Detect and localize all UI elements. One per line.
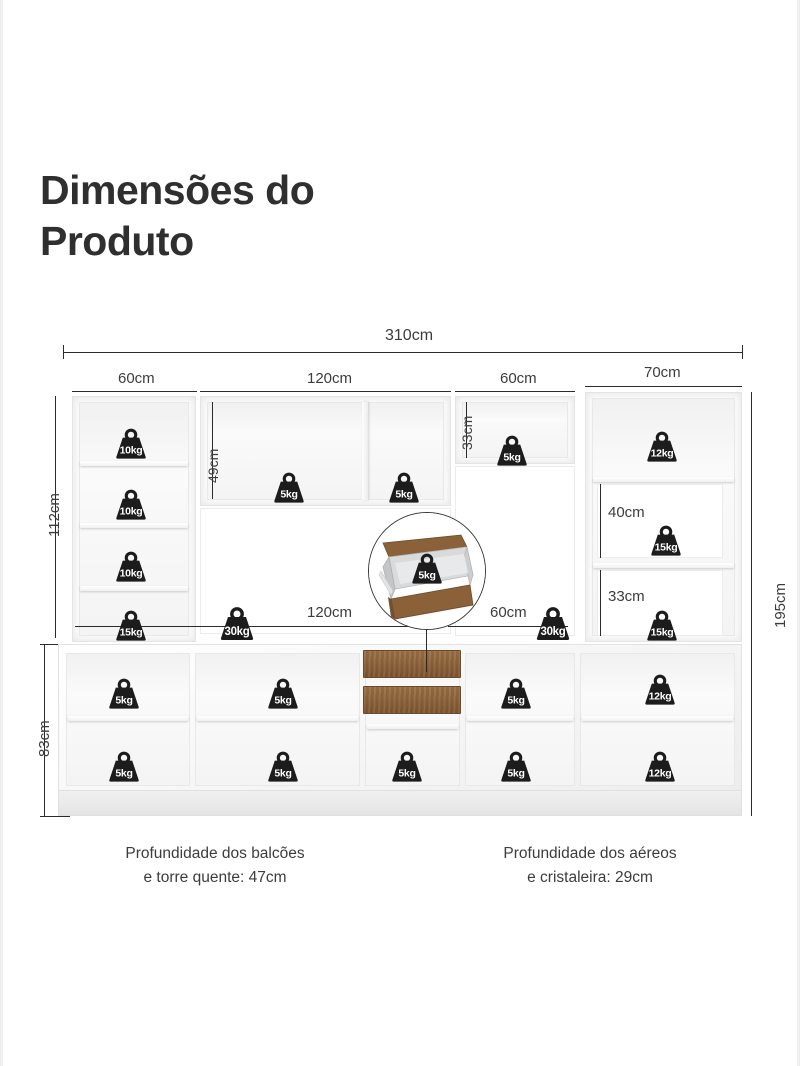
shelf-left-2 — [80, 523, 188, 528]
rule-total-height — [751, 392, 752, 816]
base-shelf-4 — [467, 716, 573, 721]
tick-total-right — [742, 345, 743, 359]
drawer-front-bottom — [363, 686, 461, 714]
drawer-detail-callout: 5kg — [368, 512, 486, 630]
rule-mid-120 — [75, 626, 443, 627]
shelf-right-1 — [593, 477, 734, 482]
weight-icon-left-3: 10kg — [110, 551, 152, 583]
weight-icon-base-7: 5kg — [386, 751, 428, 783]
weight-icon-left-1: 10kg — [110, 428, 152, 460]
weight-icon-counter-right: 30kg — [530, 607, 576, 641]
weight-icon-base-1: 5kg — [103, 678, 145, 710]
dimension-inner-49: 49cm — [205, 448, 221, 483]
page-title: Dimensões do Produto — [40, 165, 460, 268]
weight-icon-base-2: 5kg — [262, 678, 304, 710]
dimension-inner-33-right: 33cm — [608, 588, 645, 605]
rule-segment-left — [72, 391, 197, 392]
plinth-base — [58, 790, 742, 816]
dimension-segment-left: 60cm — [118, 370, 155, 387]
callout-leader-line — [426, 620, 427, 672]
base-shelf-3 — [367, 724, 458, 729]
rule-inner-33-right — [600, 570, 601, 636]
tick-lower-top — [40, 644, 70, 645]
dimension-mid-120: 120cm — [307, 604, 353, 621]
caption-balcoes-line-1: Profundidade dos balcões — [125, 845, 305, 862]
rule-inner-40 — [600, 484, 601, 558]
weight-icon-center-upper-2: 5kg — [383, 472, 425, 504]
dimension-mid-60: 60cm — [490, 604, 527, 621]
dimension-inner-33-top: 33cm — [459, 415, 475, 450]
weight-icon-counter-left: 30kg — [214, 607, 260, 641]
caption-aereos-line-1: Profundidade dos aéreos — [503, 845, 677, 862]
rule-segment-right — [585, 386, 742, 387]
weight-icon-base-4: 12kg — [639, 674, 681, 706]
shelf-left-3 — [80, 586, 188, 591]
weight-icon-base-8: 5kg — [495, 751, 537, 783]
weight-icon-center-upper-1: 5kg — [268, 472, 310, 504]
divider-center-upper — [362, 402, 368, 500]
dimension-total-width: 310cm — [385, 327, 434, 344]
caption-balcoes: Profundidade dos balcões e torre quente:… — [60, 842, 370, 890]
weight-icon-base-9: 12kg — [639, 751, 681, 783]
base-shelf-1 — [68, 716, 188, 721]
dimension-segment-right-mid: 60cm — [500, 370, 537, 387]
rule-upper-height — [55, 396, 56, 638]
rule-total-width — [63, 352, 742, 353]
weight-icon-right-3: 15kg — [641, 610, 683, 642]
weight-icon-right-2: 15kg — [645, 525, 687, 557]
page-title-line-2: Produto — [40, 218, 194, 265]
dimension-lower-height: 83cm — [36, 720, 53, 757]
tick-total-left — [63, 345, 64, 359]
rule-lower-height — [44, 644, 45, 816]
weight-icon-base-5: 5kg — [103, 751, 145, 783]
base-shelf-5 — [582, 716, 733, 721]
weight-icon-right-1: 12kg — [641, 431, 683, 463]
caption-aereos: Profundidade dos aéreos e cristaleira: 2… — [440, 842, 740, 890]
base-shelf-2 — [197, 716, 358, 721]
shelf-left-1 — [80, 461, 188, 466]
rule-segment-center — [200, 391, 451, 392]
rule-segment-right-mid — [455, 391, 575, 392]
weight-icon-left-2: 10kg — [110, 489, 152, 521]
dimension-upper-height: 112cm — [46, 493, 63, 537]
rule-inner-49 — [212, 402, 213, 499]
shelf-right-2 — [593, 563, 734, 568]
caption-aereos-line-2: e cristaleira: 29cm — [527, 869, 653, 887]
dimension-segment-center: 120cm — [307, 370, 353, 387]
rule-mid-60 — [448, 626, 568, 627]
weight-icon-drawer-detail: 5kg — [406, 553, 448, 585]
page-title-line-1: Dimensões do — [40, 167, 315, 213]
weight-icon-base-6: 5kg — [262, 751, 304, 783]
dimension-segment-right: 70cm — [644, 364, 681, 381]
dimension-total-height: 195cm — [772, 582, 789, 628]
caption-balcoes-line-2: e torre quente: 47cm — [143, 869, 287, 887]
drawer-front-top — [363, 650, 461, 678]
weight-icon-shape — [116, 428, 146, 459]
rule-inner-33-top — [466, 402, 467, 458]
dimension-inner-40: 40cm — [608, 504, 645, 521]
weight-icon-top-mid: 5kg — [491, 435, 533, 467]
weight-icon-left-4: 15kg — [110, 610, 152, 642]
tick-lower-bottom — [40, 816, 70, 817]
weight-icon-base-3: 5kg — [495, 678, 537, 710]
